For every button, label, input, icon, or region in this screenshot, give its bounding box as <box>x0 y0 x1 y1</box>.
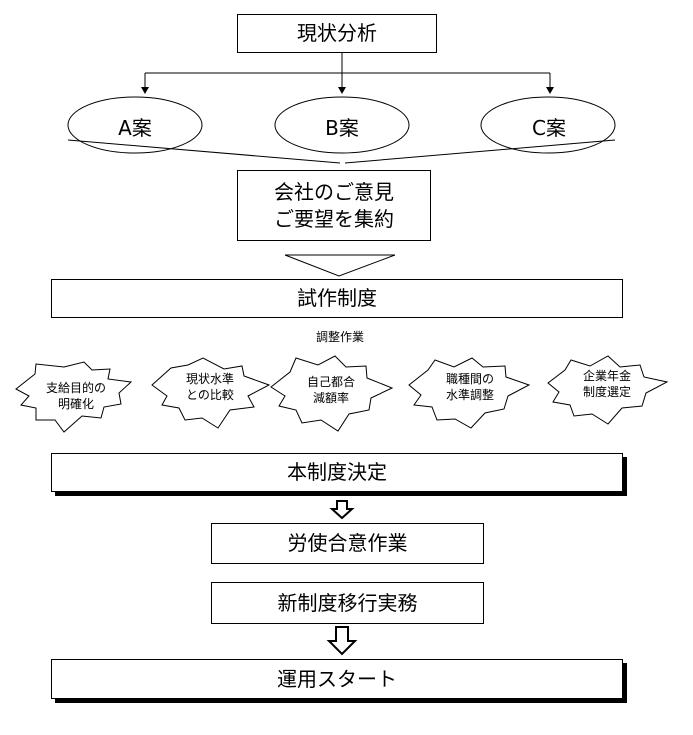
decision-down-arrow <box>329 500 355 520</box>
arrow-head-b <box>338 87 346 94</box>
adjustment-task-4: 職種間の 水準調整 <box>445 372 494 402</box>
adjustment-task-3: 自己都合 減額率 <box>306 375 355 405</box>
summary-label: 会社のご意見 ご要望を集約 <box>274 179 394 231</box>
proposal-c-label: C案 <box>532 116 566 140</box>
adjustment-task-shape-3 <box>270 355 394 432</box>
analysis-label: 現状分析 <box>297 21 377 45</box>
trial-system-label: 試作制度 <box>297 286 377 310</box>
adjustment-task-5: 企業年金 制度選定 <box>582 369 631 399</box>
funnel-left-line <box>67 139 341 164</box>
labor-management-label: 労使合意作業 <box>287 531 408 555</box>
adjustment-task-2: 現状水準 との比較 <box>185 372 234 402</box>
transition-box: 新制度移行実務 <box>211 582 484 624</box>
analysis-box: 現状分析 <box>237 14 437 53</box>
proposal-b-label: B案 <box>325 116 359 140</box>
summary-box: 会社のご意見 ご要望を集約 <box>237 170 431 241</box>
trial-system-box: 試作制度 <box>51 279 623 318</box>
funnel-right-line <box>344 139 616 164</box>
summary-down-arrow <box>284 254 396 277</box>
proposal-a-label: A案 <box>118 116 152 140</box>
adjustment-task-shape-4 <box>408 357 531 429</box>
transition-label: 新制度移行実務 <box>277 590 418 615</box>
arrow-head-a <box>141 87 149 94</box>
operation-start-label: 運用スタート <box>277 666 397 691</box>
adjustment-task-shape-2 <box>151 357 271 429</box>
adjustment-task-1: 支給目的の 明確化 <box>45 381 106 411</box>
adjustment-task-shape-5 <box>547 355 669 425</box>
proposal-b-oval <box>274 96 410 154</box>
labor-management-box: 労使合意作業 <box>211 523 484 564</box>
adjustment-heading: 調整作業 <box>315 330 364 344</box>
operation-start-box: 運用スタート <box>51 659 623 699</box>
arrow-head-c <box>546 87 554 94</box>
transition-down-arrow <box>326 626 358 656</box>
final-decision-box: 本制度決定 <box>51 453 623 492</box>
proposal-a-oval <box>67 96 203 154</box>
proposal-c-oval <box>480 96 616 154</box>
adjustment-task-shape-1 <box>15 361 133 433</box>
final-decision-label: 本制度決定 <box>287 460 387 484</box>
